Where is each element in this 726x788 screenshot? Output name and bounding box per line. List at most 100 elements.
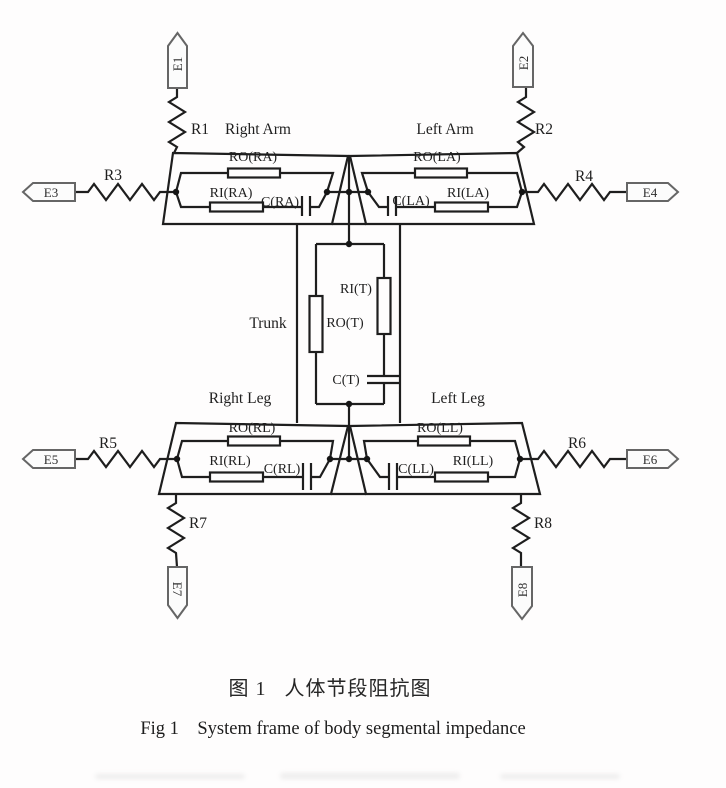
resistor-r2-symbol (515, 87, 537, 154)
junction-dot (516, 455, 524, 463)
resistor-r2-label: R2 (535, 121, 553, 138)
ro-la-box (413, 167, 469, 179)
electrode-e4 (626, 182, 680, 202)
electrode-e1-label: E1 (170, 57, 185, 71)
circuit-diagram: E1 E2 E3 E4 E5 E6 E7 E8 R1 R2 R3 R4 R5 R… (21, 31, 680, 621)
resistor-r3-symbol (75, 182, 176, 202)
electrode-e4-label: E4 (643, 185, 658, 200)
junction-dot (345, 455, 353, 463)
ri-rl-box (208, 471, 265, 483)
junction-dot (364, 188, 372, 196)
left-leg-ro-branch (362, 439, 522, 460)
c-ra-capacitor (300, 196, 312, 216)
electrode-e8 (511, 566, 533, 621)
c-t-capacitor (367, 374, 401, 385)
electrode-e5 (21, 449, 76, 469)
c-ll-label: C(LL) (398, 462, 434, 477)
ro-ll-box (416, 435, 472, 447)
c-rl-label: C(RL) (264, 462, 301, 477)
resistor-r6-symbol (520, 449, 627, 469)
ro-ll-label: RO(LL) (417, 421, 463, 436)
scan-artifact (95, 774, 245, 779)
junction-dot (326, 455, 334, 463)
resistor-boxes (208, 167, 490, 483)
right-arm-title: Right Arm (225, 121, 291, 138)
caption-chinese: 图 1 人体节段阻抗图 (228, 678, 432, 700)
right-leg-title: Right Leg (209, 390, 272, 407)
ri-la-label: RI(LA) (447, 186, 489, 201)
c-ll-capacitor (387, 463, 399, 490)
electrode-e5-label: E5 (44, 452, 58, 467)
caption-english: Fig 1 System frame of body segmental imp… (140, 719, 526, 739)
electrode-e3-label: E3 (44, 185, 58, 200)
trunk-title: Trunk (249, 315, 287, 332)
resistor-r5-label: R5 (99, 435, 117, 452)
right-arm-ro-branch (174, 171, 335, 193)
ro-ra-box (226, 167, 282, 179)
junction-dot (172, 188, 180, 196)
resistor-r3-label: R3 (104, 167, 122, 184)
electrode-e2 (512, 31, 534, 88)
resistor-r4-symbol (522, 182, 627, 202)
electrode-e6-label: E6 (643, 452, 658, 467)
left-leg-title: Left Leg (431, 390, 485, 407)
left-arm-title: Left Arm (416, 121, 473, 138)
left-arm-ri-branch (367, 191, 524, 209)
resistor-r8-label: R8 (534, 515, 552, 532)
resistor-r8-symbol (510, 494, 532, 567)
resistor-r1-label: R1 (191, 121, 209, 138)
c-t-label: C(T) (332, 373, 360, 388)
ro-rl-label: RO(RL) (229, 421, 276, 436)
resistor-r5-symbol (75, 449, 177, 469)
left-leg-ri-branch (366, 458, 522, 479)
right-leg-ro-branch (175, 439, 335, 460)
ro-t-label: RO(T) (326, 316, 364, 331)
junction-dots (172, 188, 526, 463)
electrode-e2-label: E2 (516, 56, 531, 70)
left-leg-outline (348, 421, 542, 496)
ri-rl-label: RI(RL) (209, 454, 251, 469)
scan-artifact (500, 774, 620, 779)
junction-dot (345, 400, 353, 408)
c-la-label: C(LA) (392, 194, 430, 209)
electrode-e7 (167, 566, 188, 620)
segment-titles: Right Arm Left Arm Trunk Right Leg Left … (209, 121, 485, 407)
junction-dot (518, 188, 526, 196)
wiring (75, 87, 627, 568)
junction-dot (173, 455, 181, 463)
electrode-e1 (167, 31, 188, 89)
junction-dot (345, 240, 353, 248)
c-ra-label: C(RA) (261, 195, 299, 210)
junction-dot (363, 455, 371, 463)
right-arm-ri-branch (174, 191, 328, 209)
electrode-e8-label: E8 (515, 583, 530, 597)
c-rl-capacitor (301, 463, 313, 490)
resistor-r4-label: R4 (575, 168, 593, 185)
ri-ra-label: RI(RA) (210, 186, 253, 201)
left-arm-outline (348, 151, 536, 226)
resistor-r7-symbol (165, 494, 187, 568)
resistor-r1-symbol (166, 88, 188, 154)
junction-dot (323, 188, 331, 196)
ri-t-box (376, 276, 392, 336)
right-leg-ri-branch (175, 458, 331, 479)
resistor-r7-label: R7 (189, 515, 207, 532)
component-labels: RO(RA) RI(RA) C(RA) RO(LA) RI(LA) C(LA) … (209, 150, 493, 477)
scan-artifact (280, 773, 460, 779)
electrodes (21, 31, 680, 621)
electrode-e7-label: E7 (170, 582, 185, 597)
ri-t-label: RI(T) (340, 282, 372, 297)
ro-la-label: RO(LA) (413, 150, 461, 165)
ro-t-box (308, 294, 324, 354)
ro-ra-label: RO(RA) (229, 150, 278, 165)
resistor-labels: R1 R2 R3 R4 R5 R6 R7 R8 (99, 121, 593, 532)
electrode-e3 (21, 182, 76, 202)
c-la-capacitor (386, 196, 398, 216)
junction-dot (345, 188, 353, 196)
electrode-labels: E1 E2 E3 E4 E5 E6 E7 E8 (44, 56, 658, 597)
left-arm-ro-branch (360, 171, 524, 193)
ri-ll-box (433, 471, 490, 483)
ri-ra-box (208, 201, 265, 213)
ro-rl-box (226, 435, 282, 447)
